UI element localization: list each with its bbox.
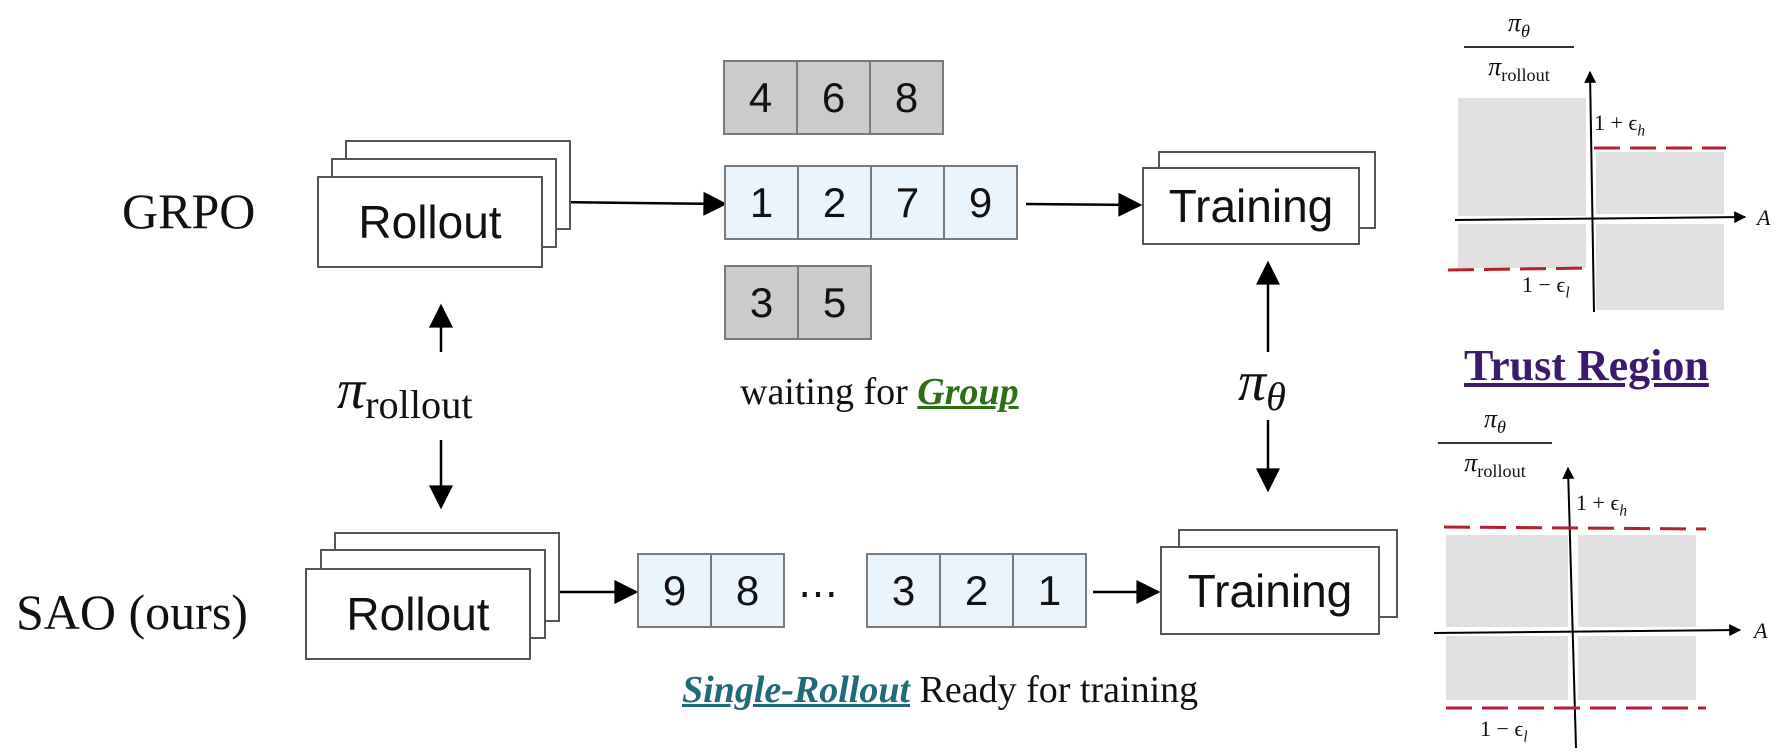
sao-caption: Single-Rollout Ready for training: [682, 668, 1198, 712]
buffer-cell: 9: [943, 165, 1018, 240]
lower-clip-line: [1447, 266, 1591, 272]
x-axis: [1433, 624, 1742, 637]
trust-region-title: Trust Region: [1464, 341, 1709, 390]
lower-bound-label-bottom: 1 − ϵl: [1480, 716, 1528, 746]
sao-buffer-left: 9 8: [637, 553, 785, 628]
x-axis-label-bottom: A: [1754, 618, 1768, 643]
y-axis: [1562, 466, 1577, 749]
buffer-cell: 3: [724, 265, 799, 340]
buffer-cell: 1: [1012, 553, 1087, 628]
grpo-label: GRPO: [122, 183, 256, 239]
allowed-region-lower-right: [1596, 224, 1724, 310]
upper-bound-label-bottom: 1 + ϵh: [1576, 490, 1628, 520]
grpo-caption: waiting for Group: [740, 370, 1019, 414]
buffer-cell: 8: [869, 60, 944, 135]
buffer-cell: 2: [797, 165, 872, 240]
sao-rollout-label: Rollout: [346, 588, 490, 640]
buffer-cell: 9: [637, 553, 712, 628]
upper-bound-label-top: 1 + ϵh: [1594, 110, 1646, 140]
buffer-cell: 7: [870, 165, 945, 240]
sao-training-label: Training: [1187, 564, 1353, 617]
ratio-label-top: πθ πrollout: [1464, 8, 1574, 86]
group-keyword: Group: [917, 371, 1019, 413]
x-axis: [1454, 211, 1747, 224]
allowed-region-lower-right: [1578, 636, 1696, 700]
trust-region-plot-top: [1447, 70, 1747, 313]
ratio-label-bottom: πθ πrollout: [1438, 404, 1552, 482]
grpo-buffer-pending-top: 4 6 8: [723, 60, 944, 135]
allowed-region-lower-left: [1446, 636, 1568, 700]
buffer-cell: 1: [724, 165, 799, 240]
arrow-rollout-to-buffer-grpo: [552, 191, 728, 216]
grpo-training-label: Training: [1168, 180, 1334, 232]
sao-buffer-right: 3 2 1: [866, 553, 1087, 628]
buffer-cell: 8: [710, 553, 785, 628]
allowed-region-upper-right: [1596, 152, 1724, 214]
allowed-region-lower-left: [1458, 224, 1586, 268]
arrow-buffer-to-training-grpo: [1025, 192, 1143, 217]
trust-region-plot-bottom: [1433, 466, 1742, 749]
allowed-region-upper-right: [1578, 535, 1696, 627]
single-rollout-keyword: Single-Rollout: [682, 669, 911, 711]
caption-text: waiting for: [740, 371, 918, 413]
grpo-buffer-pending-bottom: 3 5: [724, 265, 872, 340]
allowed-region-upper-left: [1446, 535, 1568, 627]
upper-clip-line: [1443, 525, 1707, 531]
grpo-buffer-main: 1 2 7 9: [724, 165, 1018, 240]
buffer-cell: 3: [866, 553, 941, 628]
theta-policy-label: πθ: [1238, 351, 1286, 420]
sao-label: SAO (ours): [16, 584, 248, 640]
y-axis: [1584, 70, 1597, 313]
caption-text: Ready for training: [910, 669, 1199, 711]
allowed-region-upper-left: [1458, 98, 1586, 216]
buffer-cell: 6: [796, 60, 871, 135]
lower-bound-label-top: 1 − ϵl: [1522, 272, 1570, 302]
rollout-policy-label: πrollout: [337, 359, 473, 428]
buffer-cell: 5: [797, 265, 872, 340]
buffer-cell: 2: [939, 553, 1014, 628]
x-axis-label-top: A: [1757, 205, 1771, 230]
sao-buffer-ellipsis: ⋯: [798, 571, 838, 616]
buffer-cell: 4: [723, 60, 798, 135]
grpo-rollout-label: Rollout: [358, 196, 502, 248]
